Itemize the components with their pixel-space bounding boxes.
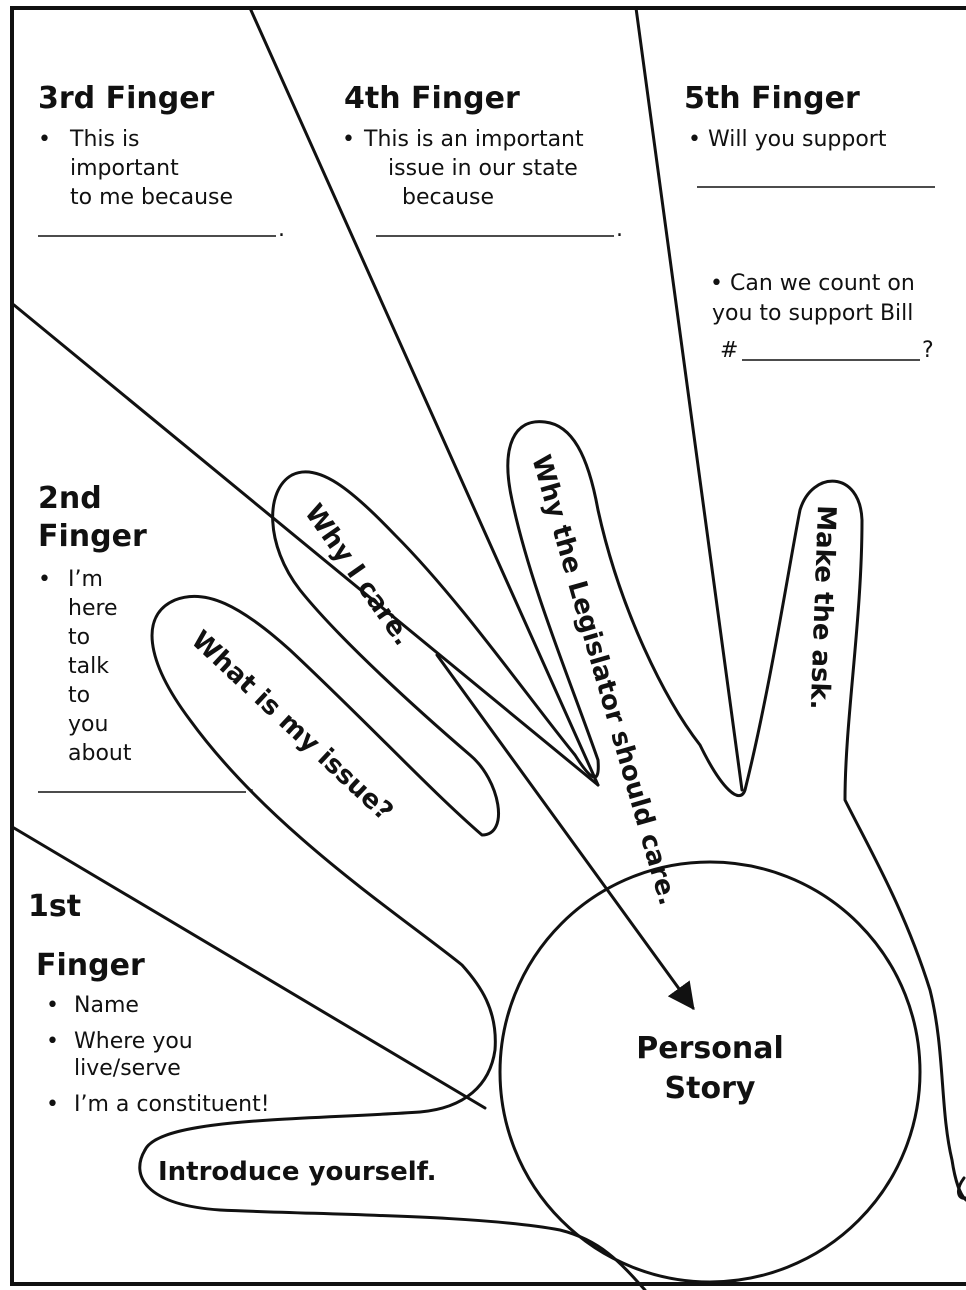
finger-label-care: Why I care. — [298, 499, 417, 652]
second-bullet-line2: here — [68, 596, 118, 621]
bullet-dot: • — [46, 1029, 59, 1054]
first-finger-heading-line1: 1st — [28, 889, 81, 924]
personal-story-line1: Personal — [636, 1031, 783, 1066]
first-finger-heading-line2: Finger — [36, 948, 145, 983]
fourth-bullet-line2: issue in our state — [388, 156, 578, 181]
fifth-bullet-line1: Will you support — [708, 127, 887, 152]
divider-2 — [12, 303, 600, 787]
fourth-finger-heading: 4th Finger — [344, 81, 520, 116]
page-frame — [10, 6, 966, 1286]
first-bullet-where: Where you — [74, 1029, 193, 1054]
divider-1 — [12, 826, 487, 1110]
second-bullet-line3: to — [68, 625, 90, 650]
personal-story-line2: Story — [665, 1071, 756, 1106]
fifth-bullet-line3: you to support Bill — [712, 301, 913, 326]
divider-4 — [634, 6, 744, 792]
second-finger-heading-line1: 2nd — [38, 481, 102, 516]
third-bullet-line2: important — [70, 156, 179, 181]
third-finger-heading: 3rd Finger — [38, 81, 215, 116]
bullet-dot: • — [38, 567, 51, 592]
bullet-dot: • — [710, 271, 723, 296]
fourth-bullet-line3: because — [402, 185, 494, 210]
wrist-right — [957, 1176, 966, 1200]
bullet-dot: • — [46, 1092, 59, 1117]
bill-question: ? — [922, 338, 934, 363]
second-finger-heading-line2: Finger — [38, 519, 147, 554]
hand-outline — [143, 420, 966, 1202]
finger-label-introduce: Introduce yourself. — [158, 1157, 436, 1187]
second-bullet-line1: I’m — [68, 567, 103, 592]
period: . — [248, 773, 255, 798]
bullet-dot: • — [46, 993, 59, 1018]
second-bullet-line7: about — [68, 741, 132, 766]
bill-hash: # — [720, 338, 738, 363]
second-bullet-line6: you — [68, 712, 108, 737]
bullet-dot: • — [342, 127, 355, 152]
personal-story-circle — [498, 860, 922, 1284]
third-bullet-line3: to me because — [70, 185, 233, 210]
fifth-finger-heading: 5th Finger — [684, 81, 860, 116]
divider-3 — [248, 6, 600, 787]
first-bullet-constituent: I’m a constituent! — [74, 1092, 270, 1117]
first-bullet-name: Name — [74, 993, 139, 1018]
first-bullet-live: live/serve — [74, 1056, 181, 1081]
fourth-bullet-line1: This is an important — [363, 127, 584, 152]
second-bullet-line5: to — [68, 683, 90, 708]
bullet-dot: • — [38, 127, 51, 152]
fifth-bullet-line2: Can we count on — [730, 271, 915, 296]
wrist-left — [138, 1148, 647, 1290]
period: . — [616, 217, 623, 242]
finger-label-ask: Make the ask. — [804, 505, 841, 710]
arrow-to-story — [435, 653, 695, 1011]
period: . — [278, 217, 285, 242]
third-bullet-line1: This is — [69, 127, 140, 152]
bullet-dot: • — [688, 127, 701, 152]
second-bullet-line4: talk — [68, 654, 109, 679]
